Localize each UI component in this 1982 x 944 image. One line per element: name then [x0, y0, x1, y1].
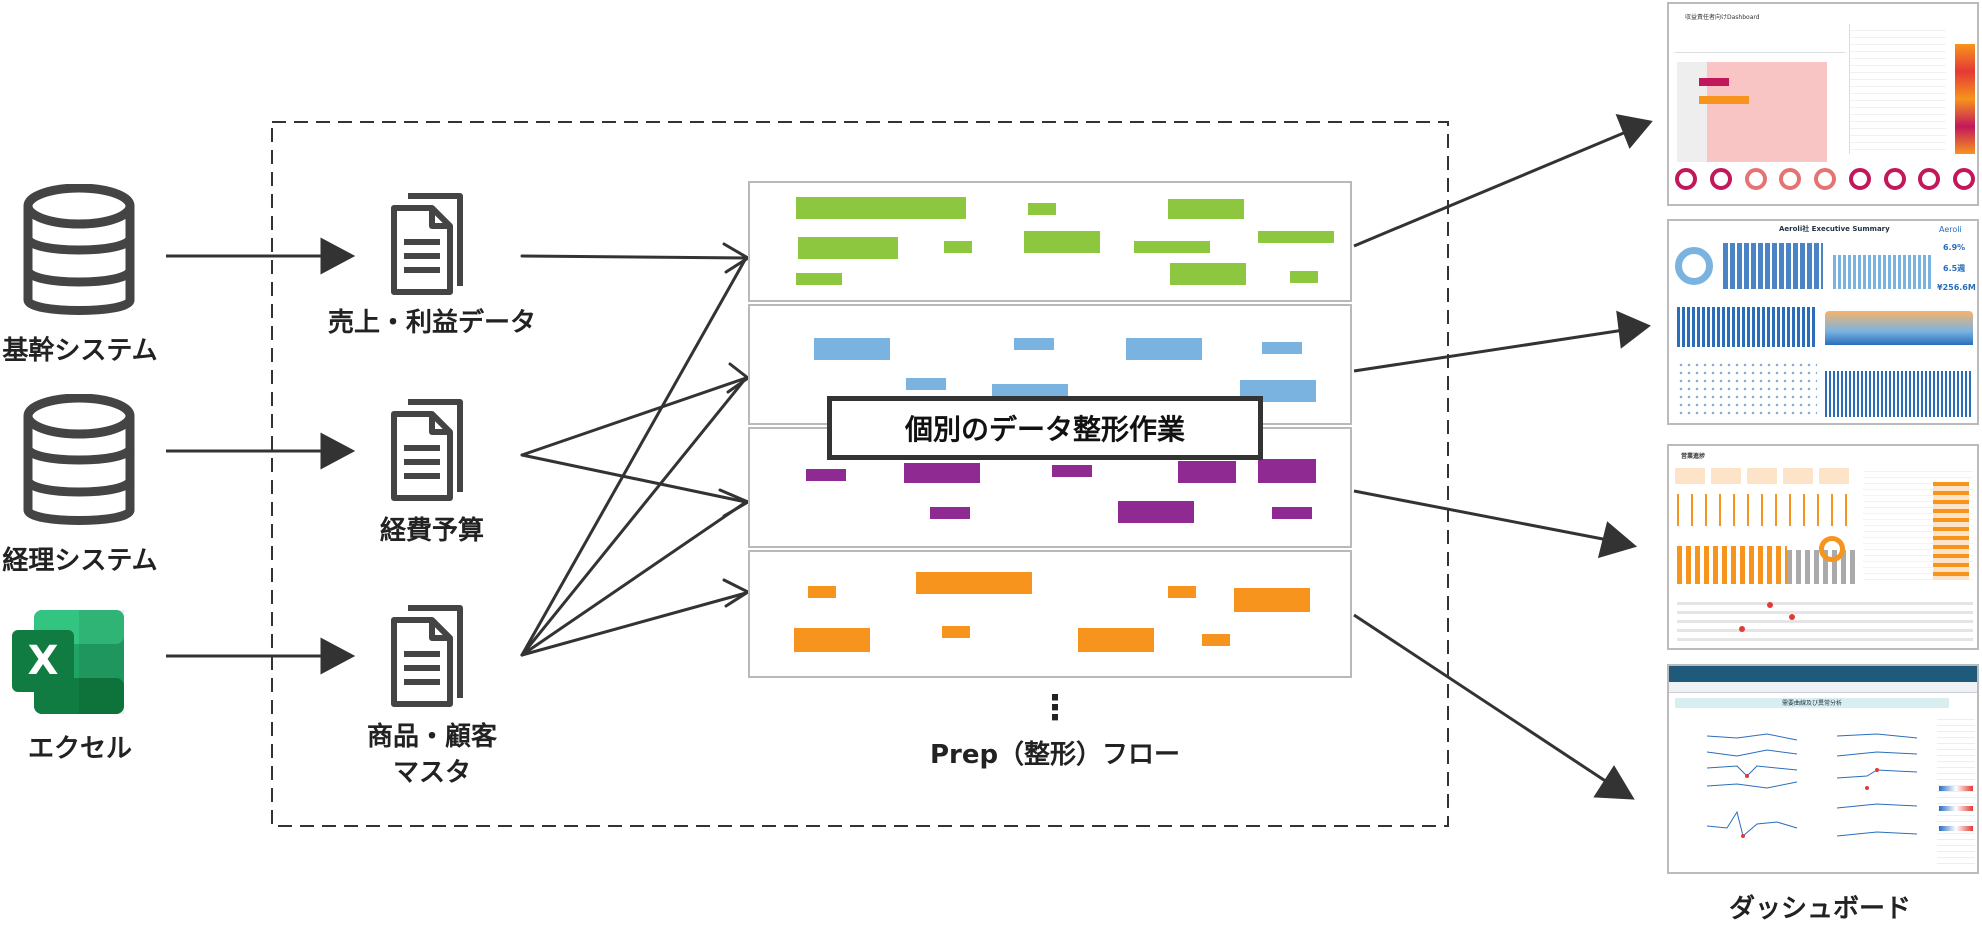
database-icon	[23, 184, 135, 315]
flow-step-bar	[1290, 271, 1318, 283]
line-chart-panel	[1706, 733, 1918, 838]
dashboard-thumbnail[interactable]: 需要曲線及び異常分析	[1667, 664, 1979, 874]
output-arrows	[1353, 114, 1653, 800]
flow-step-bar	[796, 273, 842, 285]
table-block	[1849, 24, 1946, 154]
prep-ellipsis: ⋮	[1038, 688, 1072, 728]
gantt-block	[1677, 596, 1973, 646]
source-arrows	[166, 237, 356, 675]
flow-step-bar	[942, 626, 970, 638]
bar-block	[1833, 255, 1933, 289]
flow-step-bar	[1118, 501, 1194, 523]
database-icon	[23, 394, 135, 525]
marker-icon	[1767, 602, 1773, 608]
donut-row	[1675, 168, 1975, 202]
bar-block	[1677, 307, 1817, 347]
marker-icon	[1789, 614, 1795, 620]
flow-step-bar	[1024, 231, 1100, 253]
excel-letter: X	[28, 638, 59, 684]
flow-step-bar	[906, 378, 946, 390]
marker-icon	[1739, 626, 1745, 632]
flow-step-bar	[808, 586, 836, 598]
kpi-value: 6.9%	[1943, 243, 1966, 252]
dashboard-title: Aeroli社 Executive Summary	[1779, 225, 1890, 233]
flow-step-bar	[794, 628, 870, 652]
area-block	[1825, 311, 1973, 345]
flow-step-bar	[1234, 588, 1310, 612]
dashboard-title: 需要曲線及び異常分析	[1675, 698, 1949, 708]
excel-icon: X	[12, 610, 124, 714]
app-header	[1669, 666, 1977, 682]
dataset-label: 売上・利益データ	[327, 308, 536, 338]
heat-column	[1933, 482, 1969, 580]
flow-step-bar	[1078, 628, 1154, 652]
document-icon	[391, 399, 463, 501]
dataset-label-line-2: マスタ	[392, 758, 471, 788]
flow-step-bar	[1258, 459, 1316, 483]
dataset-arrows	[520, 242, 752, 657]
dataset-label: 経費予算	[379, 516, 484, 546]
flow-step-bar	[1178, 461, 1236, 483]
flow-step-bar	[1262, 342, 1302, 354]
kpi-value: ¥256.6M	[1937, 283, 1976, 292]
bar-block	[1699, 78, 1729, 86]
scatter-block	[1677, 361, 1817, 419]
gauge-donut	[1675, 247, 1713, 285]
kpi-row	[1675, 468, 1855, 484]
flow-step-bar	[1168, 199, 1244, 219]
flow-step-bar	[930, 507, 970, 519]
flow-step-bar	[1028, 203, 1056, 215]
source-label: 経理システム	[2, 546, 158, 576]
color-legend	[1939, 786, 1973, 791]
gauge-donut	[1819, 536, 1845, 562]
flow-step-bar	[1202, 634, 1230, 646]
flow-step-bar	[1014, 338, 1054, 350]
document-icon	[391, 605, 463, 707]
prep-lane-green	[748, 181, 1352, 302]
flow-step-bar	[1134, 241, 1210, 253]
flow-step-bar	[1258, 231, 1334, 243]
prep-lane-orange	[748, 550, 1352, 678]
source-label: 基幹システム	[2, 336, 158, 366]
flow-step-bar	[944, 241, 972, 253]
dashboard-title: 収益責任者向けDashboard	[1685, 14, 1760, 21]
source-label: エクセル	[27, 734, 132, 764]
color-legend	[1939, 806, 1973, 811]
kpi-value: 6.5週	[1943, 264, 1966, 273]
flow-step-bar	[1052, 465, 1092, 477]
flow-step-bar	[814, 338, 890, 360]
flow-step-bar	[1168, 586, 1196, 598]
heat-column	[1955, 44, 1975, 154]
prep-callout: 個別のデータ整形作業	[827, 396, 1263, 460]
bar-block	[1825, 371, 1973, 417]
flow-step-bar	[796, 197, 966, 219]
bar-block	[1723, 243, 1823, 289]
toolbar	[1669, 682, 1977, 693]
flow-step-bar	[1272, 507, 1312, 519]
document-icon	[391, 193, 463, 295]
flow-step-bar	[992, 384, 1068, 396]
flow-step-bar	[904, 463, 980, 483]
dashboard-title: 営業進捗	[1681, 453, 1706, 460]
brand-logo: Aeroli	[1939, 225, 1962, 234]
dashboard-thumbnail[interactable]: Aeroli社 Executive Summary Aeroli 6.9% 6.…	[1667, 219, 1979, 425]
bar-block	[1677, 494, 1857, 526]
kpi-row	[1675, 34, 1845, 53]
dashboard-thumbnail[interactable]: 収益責任者向けDashboard	[1667, 2, 1979, 206]
color-legend	[1939, 826, 1973, 831]
flow-step-bar	[1126, 338, 1202, 360]
bar-block	[1677, 62, 1827, 162]
prep-boundary	[271, 121, 1449, 827]
dataset-label-line-1: 商品・顧客	[366, 722, 497, 752]
prep-flow-label: Prep（整形）フロー	[929, 740, 1181, 770]
flow-step-bar	[798, 237, 898, 259]
bar-block	[1699, 96, 1749, 104]
dashboards-label: ダッシュボード	[1728, 894, 1911, 924]
flow-step-bar	[916, 572, 1032, 594]
dashboard-thumbnail[interactable]: 営業進捗	[1667, 444, 1979, 650]
flow-step-bar	[1170, 263, 1246, 285]
flow-step-bar	[806, 469, 846, 481]
bar-block	[1677, 546, 1787, 584]
